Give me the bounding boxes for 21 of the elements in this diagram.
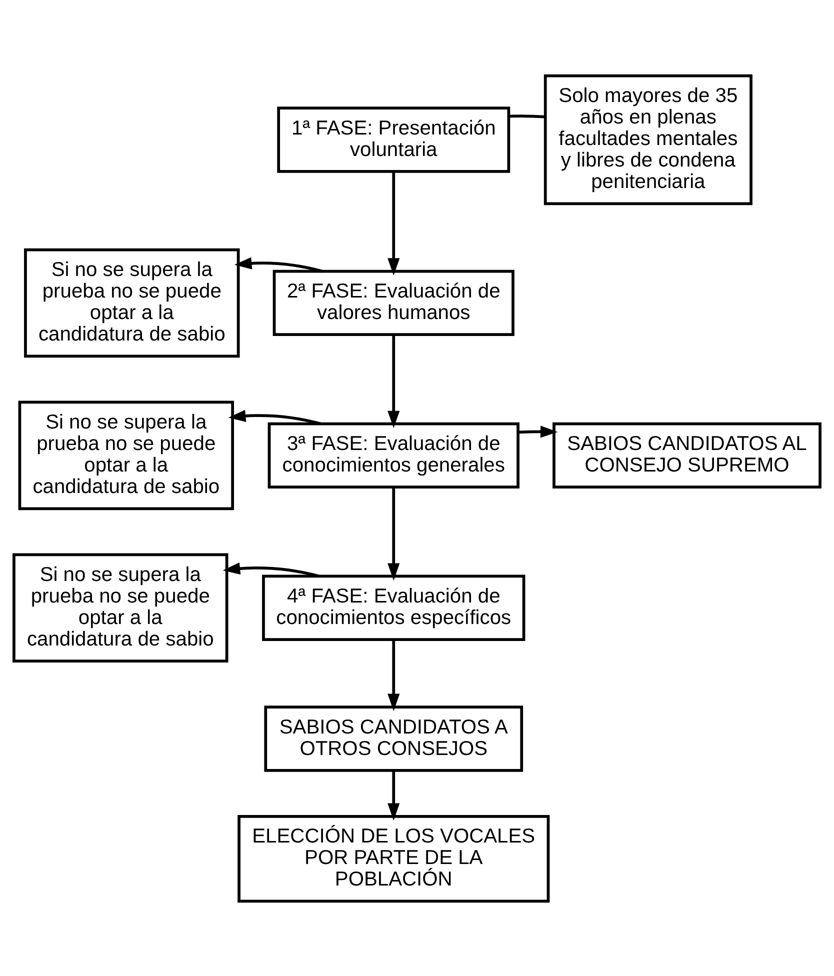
node-box: Si no se supera la prueba no se puede optar a la candidatura de sabio (18, 400, 234, 510)
node-box: 4ª FASE: Evaluación de conocimientos específicos (262, 574, 526, 640)
arrow (518, 425, 558, 438)
node-box: Solo mayores de 35 años en plenas facultades mentales y libres de condena penitenciaria (544, 74, 752, 205)
arrow (234, 256, 323, 272)
node-box: Si no se supera la prueba no se puede optar a la candidatura de sabio (12, 552, 228, 662)
node-box: 2ª FASE: Evaluación de valores humanos (272, 269, 514, 336)
arrow (388, 334, 400, 428)
node-box: SABIOS CANDIDATOS A OTROS CONSEJOS (264, 705, 524, 772)
arrow (388, 486, 400, 580)
arrow (388, 171, 400, 275)
node-box: 1ª FASE: Presentación voluntaria (277, 106, 510, 172)
arrow (228, 409, 322, 425)
arrow (388, 770, 400, 820)
connector (508, 114, 545, 118)
node-box: 3ª FASE: Evaluación de conocimientos generales (268, 422, 520, 488)
node-box: Si no se supera la prueba no se puede optar a la candidatura de sabio (24, 248, 240, 358)
node-box: ELECCIÓN DE LOS VOCALES POR PARTE DE LA POBLACIÓN (238, 814, 550, 902)
arrow (222, 562, 320, 578)
node-box: SABIOS CANDIDATOS AL CONSEJO SUPREMO (552, 422, 822, 488)
arrow (388, 639, 400, 711)
